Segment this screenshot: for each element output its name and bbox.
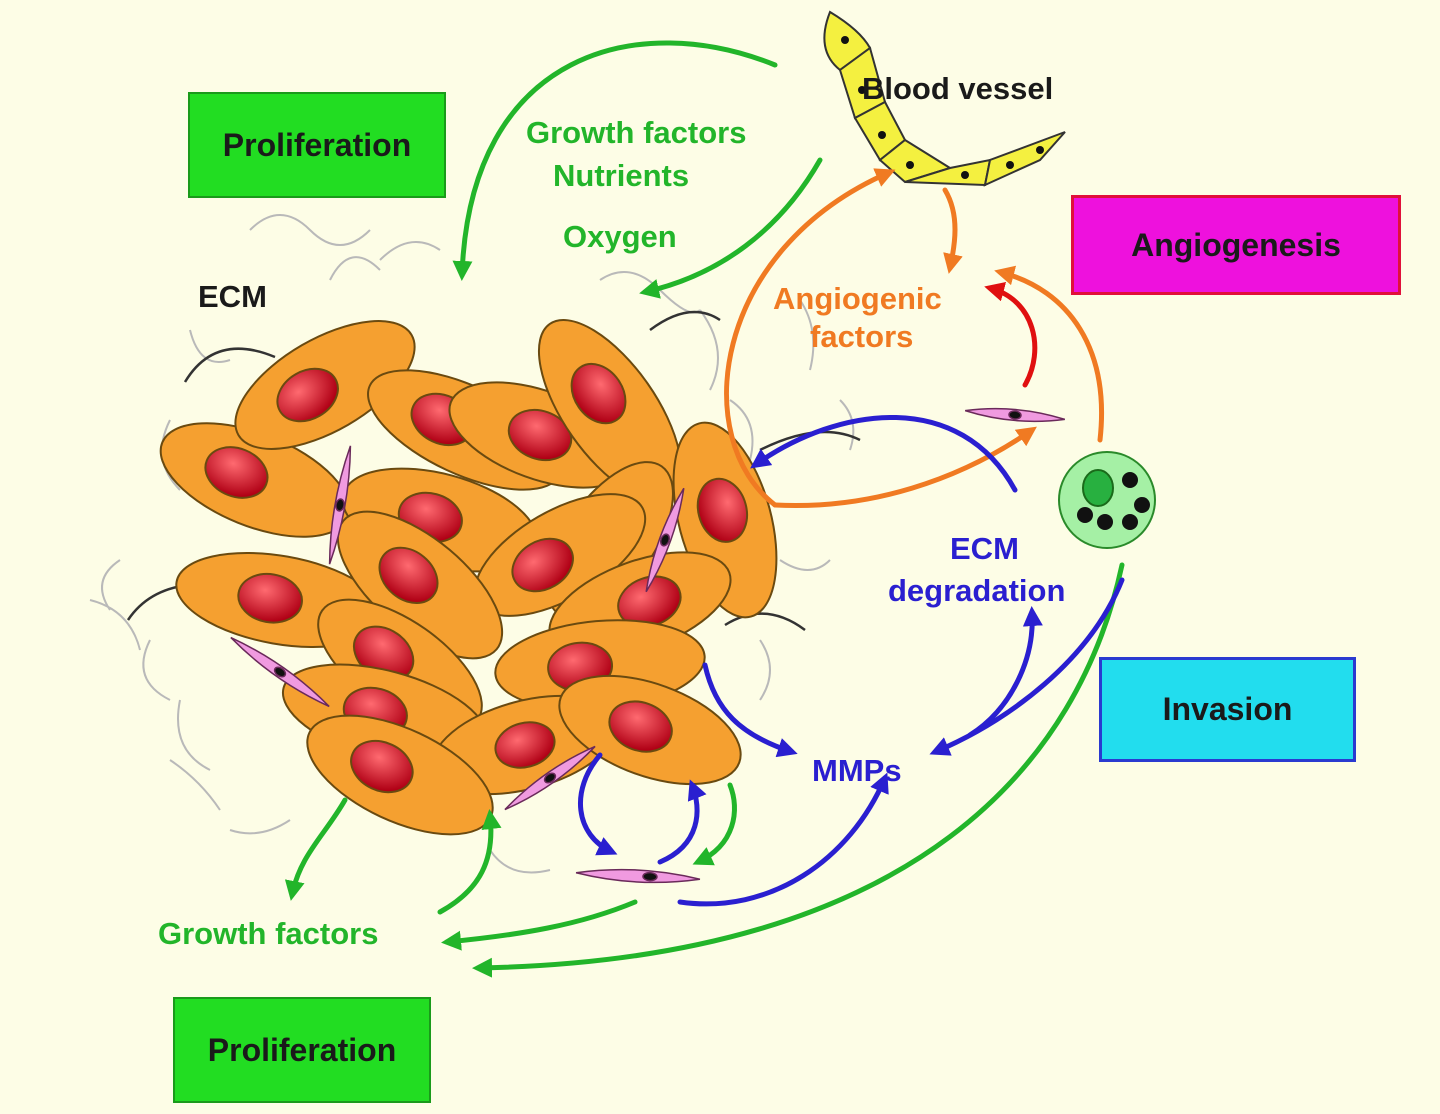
blood-vessel (823, 10, 1066, 187)
proliferation-box-top: Proliferation (188, 92, 446, 198)
angiogenic-factors-label-1: Angiogenic (773, 281, 942, 316)
nutrients-label: Nutrients (553, 158, 690, 193)
green-arrows (284, 40, 1125, 978)
blood-vessel-label: Blood vessel (862, 71, 1054, 106)
immune-cell (1058, 451, 1156, 549)
fibroblast-cells (230, 407, 1066, 884)
invasion-box: Invasion (1099, 657, 1356, 762)
ecm-degradation-label-1: ECM (950, 531, 1019, 566)
oxygen-label: Oxygen (563, 219, 677, 254)
growth-factors-bottom-label: Growth factors (158, 916, 379, 951)
tumor-cell-mass (159, 319, 778, 836)
mmp-arrows (578, 414, 1125, 907)
ecm-degradation-label-2: degradation (888, 573, 1066, 608)
angiogenic-arrows (724, 168, 1104, 509)
proliferation-box-bottom: Proliferation (173, 997, 431, 1103)
growth-factors-top-label: Growth factors (526, 115, 747, 150)
angiogenic-factors-label-2: factors (810, 319, 914, 354)
ecm-label: ECM (198, 279, 267, 314)
angiogenesis-box: Angiogenesis (1071, 195, 1401, 295)
mmps-label: MMPs (812, 753, 902, 788)
